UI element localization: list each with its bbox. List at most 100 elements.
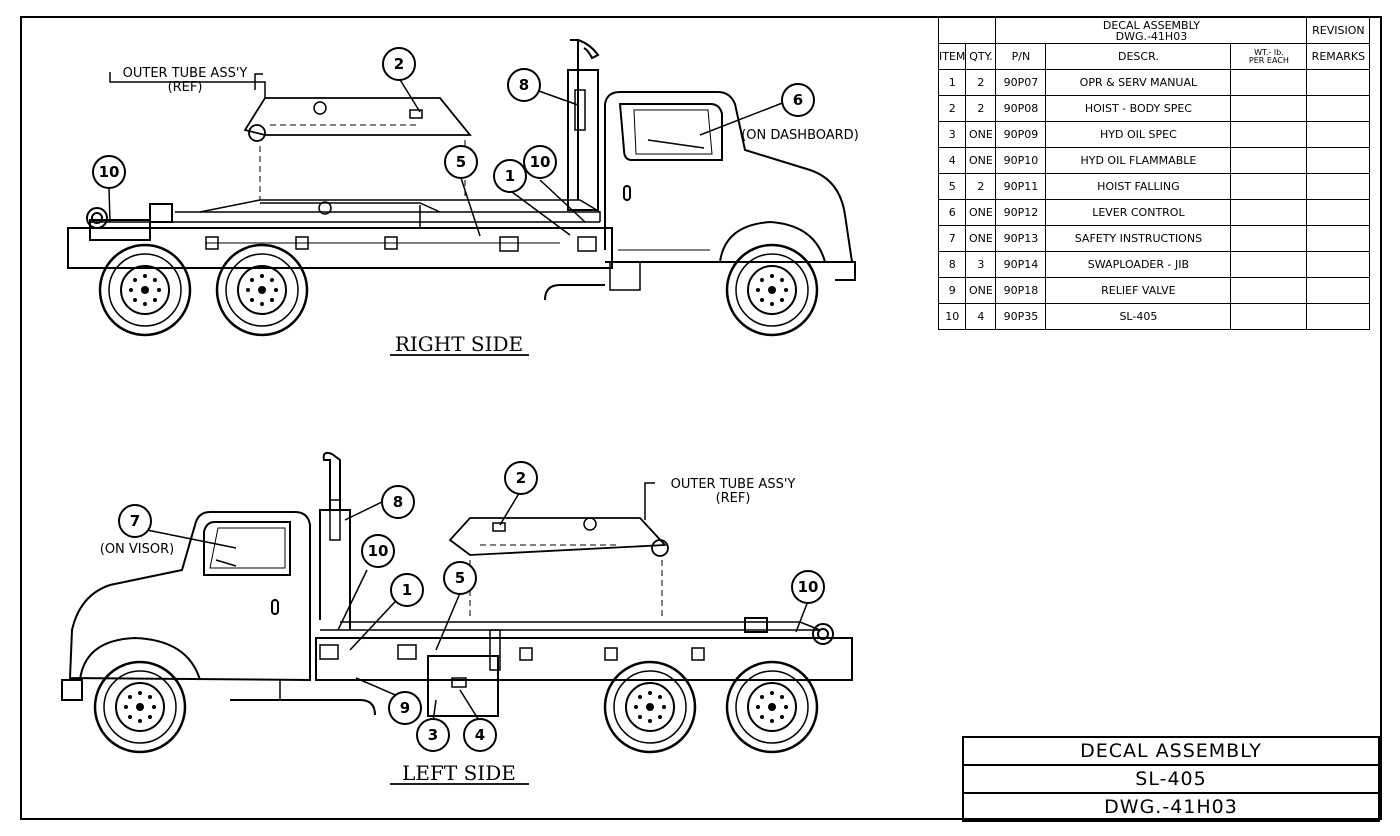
bom-cell-wt	[1230, 277, 1308, 304]
right-outer-tube-label: OUTER TUBE ASS'Y	[123, 66, 248, 81]
bom-cell-wt	[1230, 69, 1308, 96]
bom-col-qty: QTY.	[965, 43, 997, 70]
bom-cell-item: 4	[937, 147, 967, 174]
bom-cell-pn: 90P07	[995, 69, 1047, 96]
bom-cell-wt	[1230, 95, 1308, 122]
bom-cell-wt	[1230, 199, 1308, 226]
callout-l-2: 2	[516, 469, 526, 487]
bom-cell-remarks	[1306, 147, 1371, 174]
bom-table: DECAL ASSEMBLY DWG.-41H03 REVISION ITEM …	[937, 17, 1371, 330]
callout-l-3: 3	[428, 726, 438, 744]
callout-r-5: 5	[456, 153, 466, 171]
bom-assembly-title: DECAL ASSEMBLY DWG.-41H03	[995, 17, 1308, 44]
bom-cell-descr: SWAPLOADER - JIB	[1045, 251, 1232, 278]
bom-cell-remarks	[1306, 277, 1371, 304]
bom-cell-descr: HOIST FALLING	[1045, 173, 1232, 200]
bom-title-line2: DWG.-41H03	[1115, 29, 1188, 43]
bom-cell-item: 9	[937, 277, 967, 304]
bom-cell-qty: ONE	[965, 277, 997, 304]
callout-l-1: 1	[402, 581, 412, 599]
callout-r-10a: 10	[99, 163, 120, 181]
bom-cell-remarks	[1306, 225, 1371, 252]
bom-cell-qty: 4	[965, 303, 997, 330]
left-side-title: LEFT SIDE	[402, 761, 516, 785]
bom-title-line1: DECAL ASSEMBLY	[1102, 18, 1200, 32]
bom-cell-descr: LEVER CONTROL	[1045, 199, 1232, 226]
title-block: DECAL ASSEMBLY SL-405 DWG.-41H03	[962, 736, 1380, 822]
bom-cell-item: 5	[937, 173, 967, 200]
bom-col-pn: P/N	[995, 43, 1047, 70]
bom-cell-descr: HYD OIL SPEC	[1045, 121, 1232, 148]
bom-cell-qty: 2	[965, 69, 997, 96]
callout-r-1: 1	[505, 167, 515, 185]
bom-cell-qty: 3	[965, 251, 997, 278]
bom-cell-qty: 2	[965, 95, 997, 122]
bom-cell-remarks	[1306, 303, 1371, 330]
bom-cell-item: 1	[937, 69, 967, 96]
bom-cell-pn: 90P11	[995, 173, 1047, 200]
bom-cell-remarks	[1306, 95, 1371, 122]
callout-r-6: 6	[793, 91, 803, 109]
bom-col-item: ITEM	[937, 43, 967, 70]
bom-cell-wt	[1230, 251, 1308, 278]
left-outer-tube-label: OUTER TUBE ASS'Y	[671, 477, 796, 492]
bom-cell-descr: SL-405	[1045, 303, 1232, 330]
bom-col-wt: WT.- lb. PER EACH	[1230, 43, 1308, 70]
bom-cell-pn: 90P18	[995, 277, 1047, 304]
left-outer-tube-ref: (REF)	[716, 491, 751, 506]
bom-cell-pn: 90P12	[995, 199, 1047, 226]
callout-l-10a: 10	[368, 542, 389, 560]
callout-r-10b: 10	[530, 153, 551, 171]
bom-cell-item: 7	[937, 225, 967, 252]
bom-cell-remarks	[1306, 251, 1371, 278]
bom-cell-pn: 90P08	[995, 95, 1047, 122]
callout-l-8: 8	[393, 493, 403, 511]
bom-cell-item: 8	[937, 251, 967, 278]
bom-cell-descr: SAFETY INSTRUCTIONS	[1045, 225, 1232, 252]
right-dashboard-note: (ON DASHBOARD)	[741, 128, 859, 143]
callout-l-9: 9	[400, 699, 410, 717]
bom-col-descr: DESCR.	[1045, 43, 1232, 70]
bom-col-remarks: REMARKS	[1306, 43, 1371, 70]
bom-cell-item: 6	[937, 199, 967, 226]
right-side-view	[67, 39, 856, 301]
callout-l-10b: 10	[798, 578, 819, 596]
bom-cell-remarks	[1306, 69, 1371, 96]
right-outer-tube-ref: (REF)	[168, 80, 203, 95]
bom-cell-remarks	[1306, 199, 1371, 226]
bom-col-wt-line2: PER EACH	[1248, 55, 1289, 65]
title-block-line2: SL-405	[962, 764, 1380, 794]
bom-cell-qty: ONE	[965, 225, 997, 252]
callout-r-2: 2	[394, 55, 404, 73]
bom-cell-qty: 2	[965, 173, 997, 200]
bom-cell-wt	[1230, 173, 1308, 200]
right-side-wheels	[98, 243, 819, 337]
callout-r-8: 8	[519, 76, 529, 94]
bom-cell-wt	[1230, 121, 1308, 148]
bom-cell-descr: OPR & SERV MANUAL	[1045, 69, 1232, 96]
bom-cell-remarks	[1306, 173, 1371, 200]
bom-cell-qty: ONE	[965, 199, 997, 226]
bom-cell-pn: 90P14	[995, 251, 1047, 278]
bom-cell-wt	[1230, 225, 1308, 252]
bom-cell-pn: 90P35	[995, 303, 1047, 330]
left-visor-note: (ON VISOR)	[100, 542, 174, 557]
bom-cell-wt	[1230, 303, 1308, 330]
bom-cell-remarks	[1306, 121, 1371, 148]
bom-cell-item: 3	[937, 121, 967, 148]
bom-cell-wt	[1230, 147, 1308, 174]
bom-cell-item: 10	[937, 303, 967, 330]
callout-l-7: 7	[130, 512, 140, 530]
bom-cell-qty: ONE	[965, 121, 997, 148]
bom-cell-qty: ONE	[965, 147, 997, 174]
